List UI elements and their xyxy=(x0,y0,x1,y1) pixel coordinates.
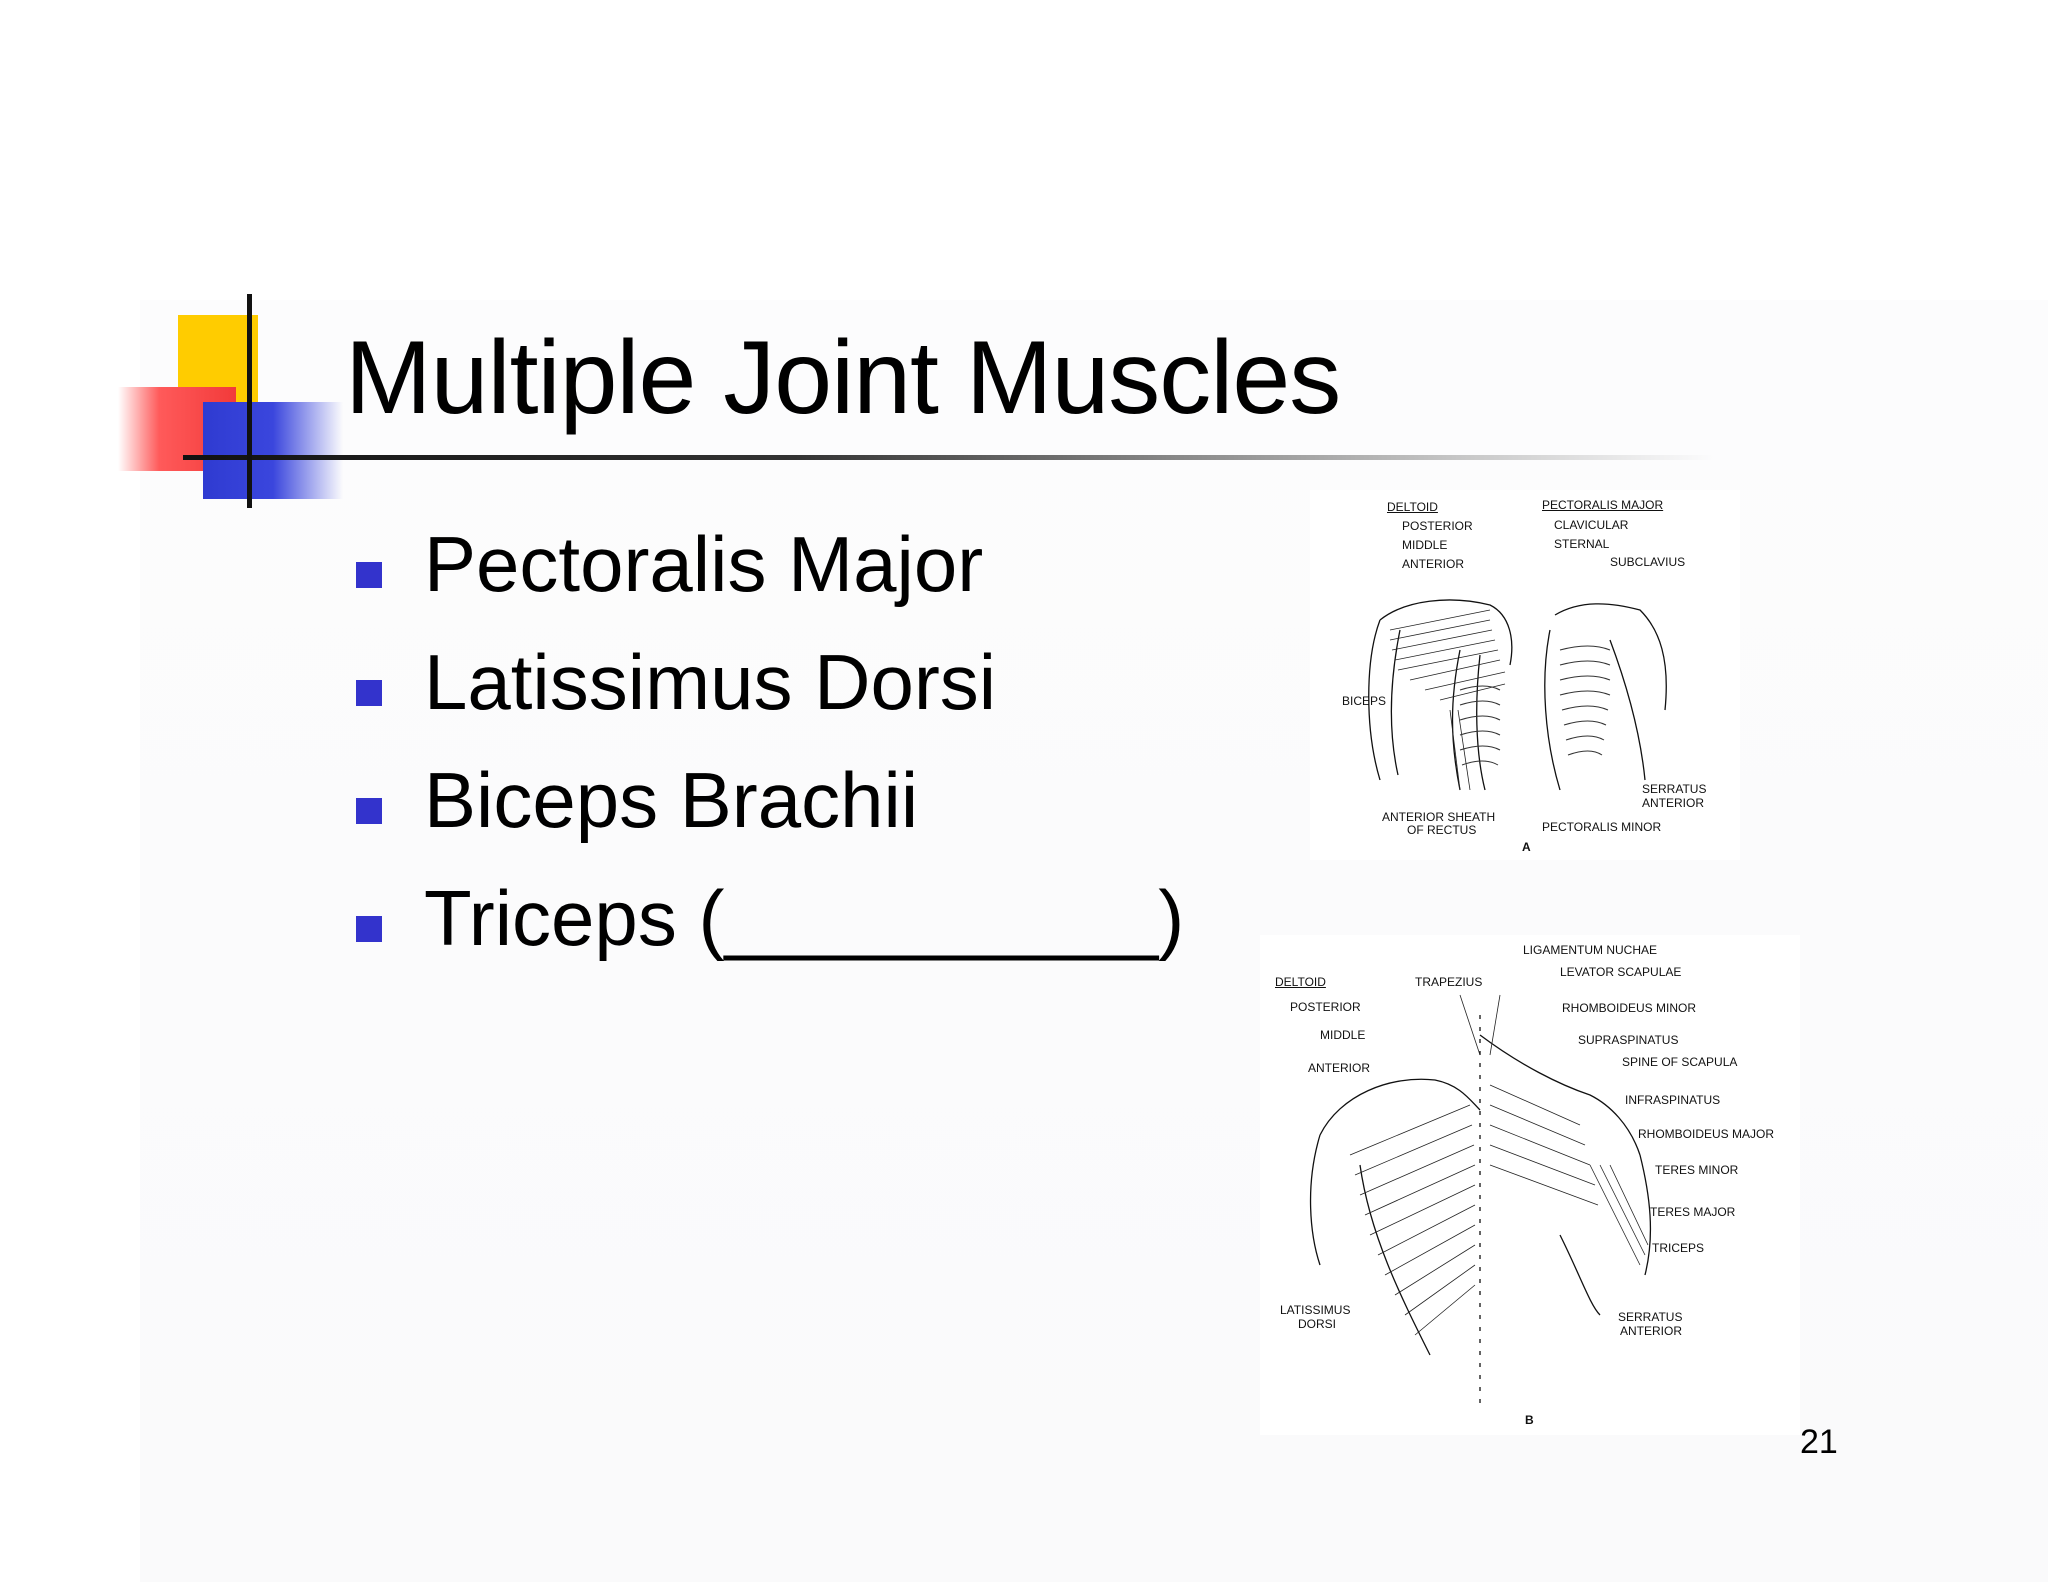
blue-square-bullet-icon xyxy=(356,680,382,706)
bullet-list: Pectoralis Major Latissimus Dorsi Biceps… xyxy=(356,512,1184,984)
label-trapezius: TRAPEZIUS xyxy=(1415,975,1483,989)
label-subclavius: SUBCLAVIUS xyxy=(1610,555,1686,569)
label-biceps: BICEPS xyxy=(1342,694,1387,708)
label-latissimus: LATISSIMUS xyxy=(1280,1303,1351,1317)
label-ligamentum-nuchae: LIGAMENTUM NUCHAE xyxy=(1523,943,1658,957)
label-pectoralis-minor: PECTORALIS MINOR xyxy=(1542,820,1662,834)
label-anterior: ANTERIOR xyxy=(1308,1061,1371,1075)
label-posterior: POSTERIOR xyxy=(1402,519,1473,533)
label-anterior-sheath: ANTERIOR SHEATH xyxy=(1382,810,1496,824)
label-dorsi: DORSI xyxy=(1298,1317,1337,1331)
bullet-text: Pectoralis Major xyxy=(424,520,984,608)
label-anterior: ANTERIOR xyxy=(1402,557,1465,571)
label-serratus-anterior: ANTERIOR xyxy=(1620,1324,1683,1338)
bullet-item: Pectoralis Major xyxy=(356,512,1184,630)
label-pectoralis-major: PECTORALIS MAJOR xyxy=(1542,498,1664,512)
label-levator-scapulae: LEVATOR SCAPULAE xyxy=(1560,965,1682,979)
label-panel-b: B xyxy=(1525,1413,1534,1427)
title-underline xyxy=(183,455,1713,460)
label-sternal: STERNAL xyxy=(1554,537,1610,551)
bullet-item: Biceps Brachii xyxy=(356,748,1184,866)
label-teres-minor: TERES MINOR xyxy=(1655,1163,1739,1177)
label-serratus: SERRATUS xyxy=(1618,1310,1683,1324)
bullet-text: Biceps Brachii xyxy=(424,756,919,844)
posterior-muscle-drawing xyxy=(1309,994,1652,1405)
label-supraspinatus: SUPRASPINATUS xyxy=(1578,1033,1679,1047)
label-of-rectus: OF RECTUS xyxy=(1407,823,1477,837)
decor-blue-square xyxy=(203,402,343,499)
bullet-text: Triceps (__________) xyxy=(424,874,1185,962)
bullet-item: Latissimus Dorsi xyxy=(356,630,1184,748)
label-infraspinatus: INFRASPINATUS xyxy=(1625,1093,1721,1107)
label-rhomboideus-minor: RHOMBOIDEUS MINOR xyxy=(1562,1001,1697,1015)
bullet-item: Triceps (__________) xyxy=(356,866,1184,984)
label-rhomboideus-major: RHOMBOIDEUS MAJOR xyxy=(1638,1127,1775,1141)
label-middle: MIDDLE xyxy=(1320,1028,1366,1042)
label-panel-a: A xyxy=(1522,840,1531,854)
label-teres-major: TERES MAJOR xyxy=(1650,1205,1736,1219)
label-clavicular: CLAVICULAR xyxy=(1554,518,1629,532)
label-deltoid: DELTOID xyxy=(1387,500,1438,514)
label-deltoid: DELTOID xyxy=(1275,975,1326,989)
blue-square-bullet-icon xyxy=(356,798,382,824)
label-spine-of-scapula: SPINE OF SCAPULA xyxy=(1622,1055,1738,1069)
label-posterior: POSTERIOR xyxy=(1290,1000,1361,1014)
anterior-muscle-drawing xyxy=(1368,599,1667,791)
label-middle: MIDDLE xyxy=(1402,538,1448,552)
slide-title: Multiple Joint Muscles xyxy=(345,320,1341,436)
posterior-shoulder-illustration: LIGAMENTUM NUCHAE LEVATOR SCAPULAE DELTO… xyxy=(1260,935,1800,1435)
decor-vertical-line xyxy=(247,294,252,508)
label-triceps: TRICEPS xyxy=(1652,1241,1705,1255)
anterior-shoulder-illustration: DELTOID POSTERIOR MIDDLE ANTERIOR PECTOR… xyxy=(1310,490,1740,860)
blue-square-bullet-icon xyxy=(356,562,382,588)
label-serratus-anterior: SERRATUS ANTERIOR xyxy=(1642,782,1707,810)
bullet-text: Latissimus Dorsi xyxy=(424,638,997,726)
blue-square-bullet-icon xyxy=(356,916,382,942)
page-number: 21 xyxy=(1800,1423,1838,1461)
